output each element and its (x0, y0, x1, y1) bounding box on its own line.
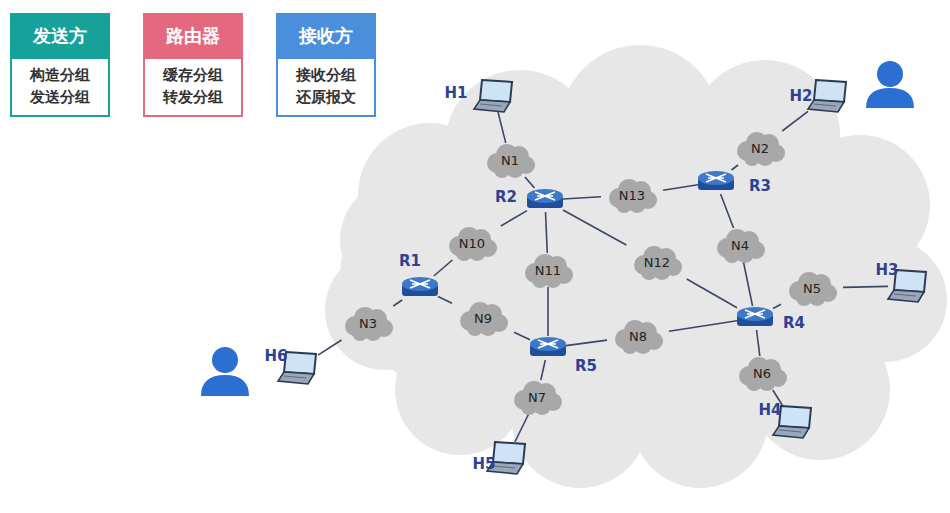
network-label: N13 (599, 176, 665, 214)
link-line (393, 300, 402, 306)
link-line (563, 210, 626, 245)
box-heading: 接收方 (276, 13, 376, 59)
link-line (687, 279, 737, 308)
role-box: 路由器缓存分组 转发分组 (143, 13, 243, 117)
link-line (566, 340, 607, 345)
network-label: N5 (779, 269, 845, 307)
link-line (563, 197, 601, 199)
link-line (501, 211, 527, 226)
host-node: H6 (276, 350, 320, 386)
link-line (318, 340, 342, 355)
link-line (525, 177, 535, 188)
router-icon (696, 168, 736, 196)
link-line (438, 297, 452, 304)
box-heading: 路由器 (143, 13, 243, 59)
network-label: N8 (605, 317, 671, 355)
network-cloud-node: N7 (504, 378, 570, 416)
network-cloud-node: N12 (624, 243, 690, 281)
box-body: 接收分组 还原报文 (276, 59, 376, 117)
host-node: H5 (485, 440, 529, 476)
host-label: H5 (473, 455, 496, 473)
role-box: 发送方构造分组 发送分组 (10, 13, 110, 117)
host-node: H2 (806, 78, 850, 114)
host-label: H2 (790, 87, 813, 105)
network-cloud-node: N6 (729, 354, 795, 392)
network-cloud-node: N4 (707, 226, 773, 264)
network-label: N7 (504, 378, 570, 416)
host-node: H4 (771, 404, 815, 440)
laptop-icon (806, 78, 850, 114)
router-label: R5 (575, 357, 597, 375)
router-node: R3 (696, 168, 736, 196)
router-icon (528, 334, 568, 362)
network-label: N3 (335, 304, 401, 342)
box-heading: 发送方 (10, 13, 110, 59)
box-body: 缓存分组 转发分组 (143, 59, 243, 117)
network-label: N12 (624, 243, 690, 281)
host-label: H3 (876, 261, 899, 279)
router-label: R1 (399, 252, 421, 270)
router-label: R4 (783, 314, 805, 332)
host-label: H6 (265, 347, 288, 365)
network-cloud-node: N8 (605, 317, 671, 355)
network-label: N9 (450, 299, 516, 337)
link-line (843, 286, 888, 289)
box-body: 构造分组 发送分组 (10, 59, 110, 117)
link-line (514, 332, 530, 339)
router-icon (735, 304, 775, 332)
network-label: N6 (729, 354, 795, 392)
link-line (434, 260, 452, 276)
link-line (669, 321, 737, 331)
router-node: R5 (528, 334, 568, 362)
link-line (541, 360, 545, 380)
link-line (782, 111, 808, 131)
link-line (743, 262, 752, 306)
network-cloud-node: N10 (439, 224, 505, 262)
network-cloud-node: N1 (477, 141, 543, 179)
router-node: R1 (400, 274, 440, 302)
link-line (498, 112, 506, 143)
link-line (663, 185, 698, 190)
link-line (773, 304, 781, 308)
router-label: R3 (749, 177, 771, 195)
link-line (515, 414, 529, 442)
router-node: R2 (525, 186, 565, 214)
role-box: 接收方接收分组 还原报文 (276, 13, 376, 117)
link-line (757, 330, 760, 356)
network-label: N10 (439, 224, 505, 262)
host-label: H1 (445, 84, 468, 102)
router-label: R2 (495, 188, 517, 206)
network-label: N11 (515, 251, 581, 289)
network-label: N2 (727, 129, 793, 167)
network-label: N1 (477, 141, 543, 179)
network-cloud-node: N2 (727, 129, 793, 167)
network-cloud-node: N9 (450, 299, 516, 337)
network-cloud-node: N5 (779, 269, 845, 307)
link-line (547, 287, 549, 336)
link-line (732, 165, 738, 170)
host-node: H3 (886, 268, 930, 304)
router-icon (525, 186, 565, 214)
host-node: H1 (472, 78, 516, 114)
router-node: R4 (735, 304, 775, 332)
network-cloud-node: N3 (335, 304, 401, 342)
link-line (546, 212, 548, 253)
network-label: N4 (707, 226, 773, 264)
host-label: H4 (759, 401, 782, 419)
laptop-icon (472, 78, 516, 114)
network-cloud-node: N13 (599, 176, 665, 214)
network-cloud-node: N11 (515, 251, 581, 289)
router-icon (400, 274, 440, 302)
link-line (721, 194, 734, 228)
